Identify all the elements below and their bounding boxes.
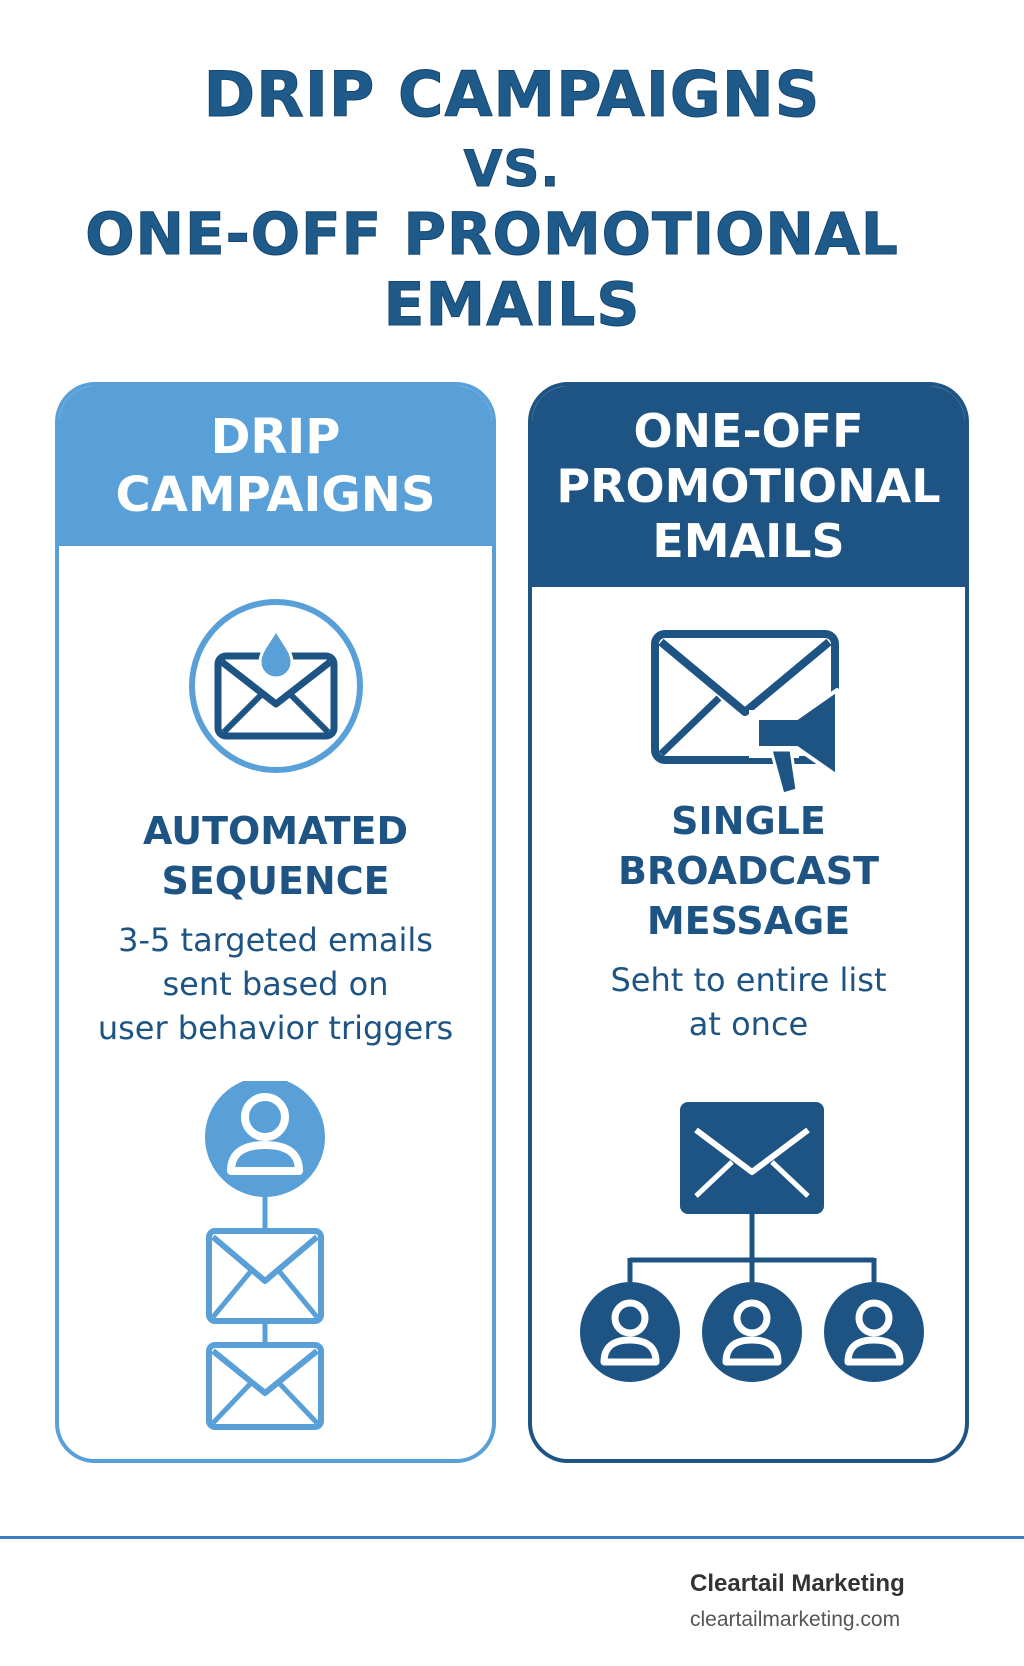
header-line: EMAILS	[652, 514, 845, 568]
description-line: at once	[688, 1005, 809, 1043]
footer-website: cleartailmarketing.com	[690, 1608, 901, 1631]
drip-campaigns-description: 3-5 targeted emails sent based on user b…	[59, 918, 492, 1050]
drip-campaigns-card: DRIP CAMPAIGNS AUTOMATED SEQUENCE 3-5 ta…	[55, 382, 496, 1463]
footer-brand: Cleartail Marketing	[690, 1570, 905, 1597]
envelope-megaphone-icon	[651, 630, 839, 796]
heading-line: BROADCAST	[617, 849, 880, 893]
user-icon	[824, 1282, 924, 1382]
title-line-1: DRIP CAMPAIGNS	[203, 58, 821, 132]
description-line: user behavior triggers	[97, 1009, 454, 1047]
header-line: ONE-OFF	[633, 404, 864, 458]
heading-line: SEQUENCE	[161, 859, 390, 903]
one-off-promotional-card: ONE-OFF PROMOTIONAL EMAILS SINGLE BROADC…	[528, 382, 969, 1463]
one-off-heading: SINGLE BROADCAST MESSAGE	[532, 796, 965, 946]
envelope-with-drop-icon	[189, 599, 363, 773]
user-icon	[580, 1282, 680, 1382]
description-line: Seht to entire list	[610, 961, 887, 999]
title-line-4: EMAILS	[383, 270, 641, 341]
header-line: DRIP	[210, 409, 341, 465]
one-off-description: Seht to entire list at once	[532, 958, 965, 1046]
heading-line: MESSAGE	[646, 899, 851, 943]
heading-line: AUTOMATED	[142, 809, 409, 853]
drip-sequence-diagram	[205, 1081, 325, 1430]
drip-campaigns-card-header: DRIP CAMPAIGNS	[59, 386, 492, 546]
envelope-icon	[680, 1102, 824, 1214]
header-line: PROMOTIONAL	[556, 459, 941, 513]
footer-divider	[0, 1536, 1024, 1539]
title-line-2: VS.	[463, 140, 561, 199]
envelope-icon	[206, 1342, 324, 1430]
broadcast-diagram	[580, 1102, 924, 1382]
user-icon	[205, 1081, 325, 1197]
user-icon	[702, 1282, 802, 1382]
title-line-3: ONE-OFF PROMOTIONAL	[85, 200, 899, 269]
one-off-promotional-card-header: ONE-OFF PROMOTIONAL EMAILS	[532, 386, 965, 587]
drip-campaigns-heading: AUTOMATED SEQUENCE	[59, 806, 492, 906]
description-line: sent based on	[162, 965, 389, 1003]
heading-line: SINGLE	[671, 799, 826, 843]
envelope-icon	[206, 1228, 324, 1324]
description-line: 3-5 targeted emails	[118, 921, 433, 959]
header-line: CAMPAIGNS	[115, 467, 436, 523]
